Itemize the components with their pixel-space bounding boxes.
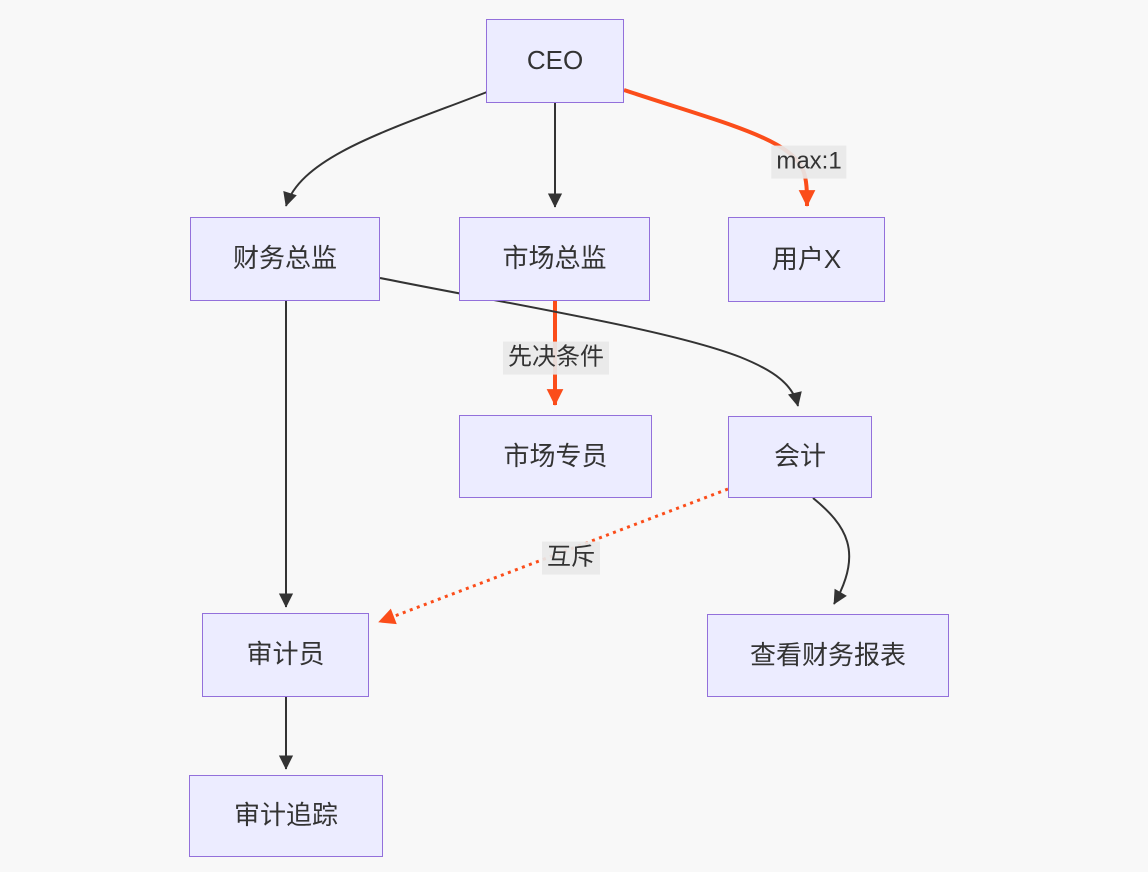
node-marketing-director: 市场总监 xyxy=(459,217,650,301)
edge-ceo-to-finance-director xyxy=(283,91,488,207)
edge-label-mutual-exclusion: 互斥 xyxy=(542,541,600,575)
node-auditor-label: 审计员 xyxy=(246,639,325,670)
node-marketing-specialist-label: 市场专员 xyxy=(503,440,608,471)
node-finance-director-label: 财务总监 xyxy=(232,243,337,274)
node-view-financial-reports: 查看财务报表 xyxy=(707,614,949,697)
node-user-x-label: 用户X xyxy=(771,243,842,274)
node-accountant-label: 会计 xyxy=(773,441,826,472)
edge-accountant-to-auditor xyxy=(378,487,729,625)
edge-label-max-1: max:1 xyxy=(771,145,847,179)
edge-label-prerequisite: 先决条件 xyxy=(503,341,609,375)
node-ceo-label: CEO xyxy=(526,45,584,76)
edge-accountant-to-view-financial-reports xyxy=(812,497,851,605)
node-marketing-director-label: 市场总监 xyxy=(502,243,607,274)
node-view-financial-reports-label: 查看财务报表 xyxy=(749,639,906,670)
node-finance-director: 财务总监 xyxy=(190,217,380,301)
node-audit-trail-label: 审计追踪 xyxy=(233,800,338,831)
node-auditor: 审计员 xyxy=(202,613,369,697)
node-audit-trail: 审计追踪 xyxy=(189,775,383,857)
node-marketing-specialist: 市场专员 xyxy=(459,415,652,498)
node-ceo: CEO xyxy=(486,19,624,103)
node-user-x: 用户X xyxy=(728,217,885,302)
node-accountant: 会计 xyxy=(728,416,872,498)
